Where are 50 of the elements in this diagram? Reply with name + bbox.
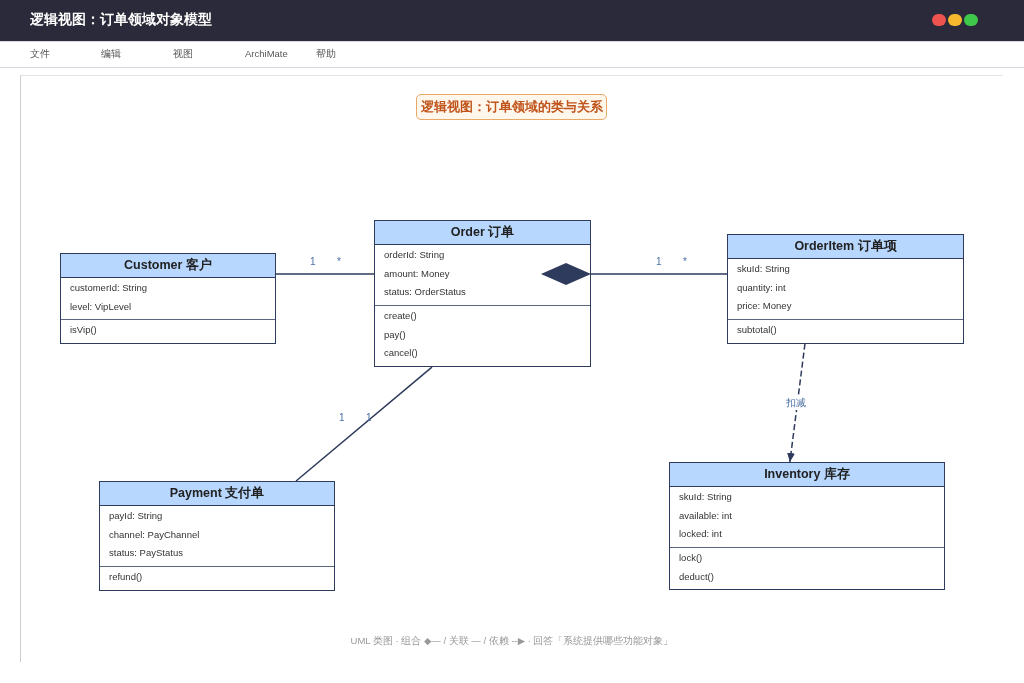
method-text: isVip() [69, 323, 98, 338]
class-header: OrderItem 订单项 [728, 235, 963, 259]
diagram-title: 逻辑视图：订单领域的类与关系 [416, 94, 607, 120]
method-text: subtotal() [736, 323, 778, 338]
class-header: Payment 支付单 [100, 482, 334, 506]
attribute-text: locked: int [678, 527, 723, 542]
multiplicity-label: 1 [656, 256, 662, 267]
attribute-text: status: OrderStatus [383, 285, 467, 300]
method-text: deduct() [678, 569, 715, 584]
attribute-text: customerId: String [69, 281, 149, 295]
menu-item: 视图 [173, 48, 193, 61]
class-box [99, 481, 335, 591]
method-text: refund() [108, 570, 144, 585]
attribute-text: level: VipLevel [69, 299, 133, 314]
association-line [295, 366, 433, 482]
menu-item: 文件 [30, 48, 50, 61]
attribute-text: payId: String [108, 509, 164, 523]
attribute-text: channel: PayChannel [108, 527, 201, 542]
class-box [669, 462, 945, 591]
dependency-arrow [787, 343, 806, 463]
attribute-text: skuId: String [736, 262, 791, 276]
attribute-text: amount: Money [383, 266, 451, 281]
method-text: pay() [383, 327, 407, 342]
menu-item: 编辑 [101, 48, 121, 61]
class-box [374, 220, 591, 368]
multiplicity-label: * [337, 256, 341, 267]
multiplicity-label: 1 [366, 412, 372, 423]
class-box [727, 234, 964, 344]
method-text: lock() [678, 551, 704, 566]
multiplicity-label: 1 [310, 256, 316, 267]
composition-line [541, 263, 728, 285]
attribute-text: skuId: String [678, 490, 733, 504]
attribute-text: available: int [678, 508, 733, 523]
class-box [60, 253, 276, 345]
attribute-text: status: PayStatus [108, 546, 184, 561]
window-title: 逻辑视图：订单领域对象模型 [30, 11, 212, 29]
class-header: Order 订单 [375, 221, 590, 245]
caption: UML 类图 · 组合 ◆— / 关联 — / 依赖 --▶ · 回答「系统提供哪些功能对象」 [349, 635, 675, 648]
association-line [275, 273, 375, 275]
method-text: create() [383, 309, 418, 324]
method-text: cancel() [383, 346, 419, 361]
class-header: Inventory 库存 [670, 463, 944, 487]
attribute-text: quantity: int [736, 280, 787, 295]
attribute-text: orderId: String [383, 248, 446, 262]
class-header: Customer 客户 [61, 254, 275, 278]
attribute-text: price: Money [736, 299, 793, 314]
multiplicity-label: 1 [339, 412, 345, 423]
menu-item: 帮助 [316, 48, 336, 61]
menu-item: ArchiMate [245, 48, 288, 59]
multiplicity-label: * [683, 256, 687, 267]
